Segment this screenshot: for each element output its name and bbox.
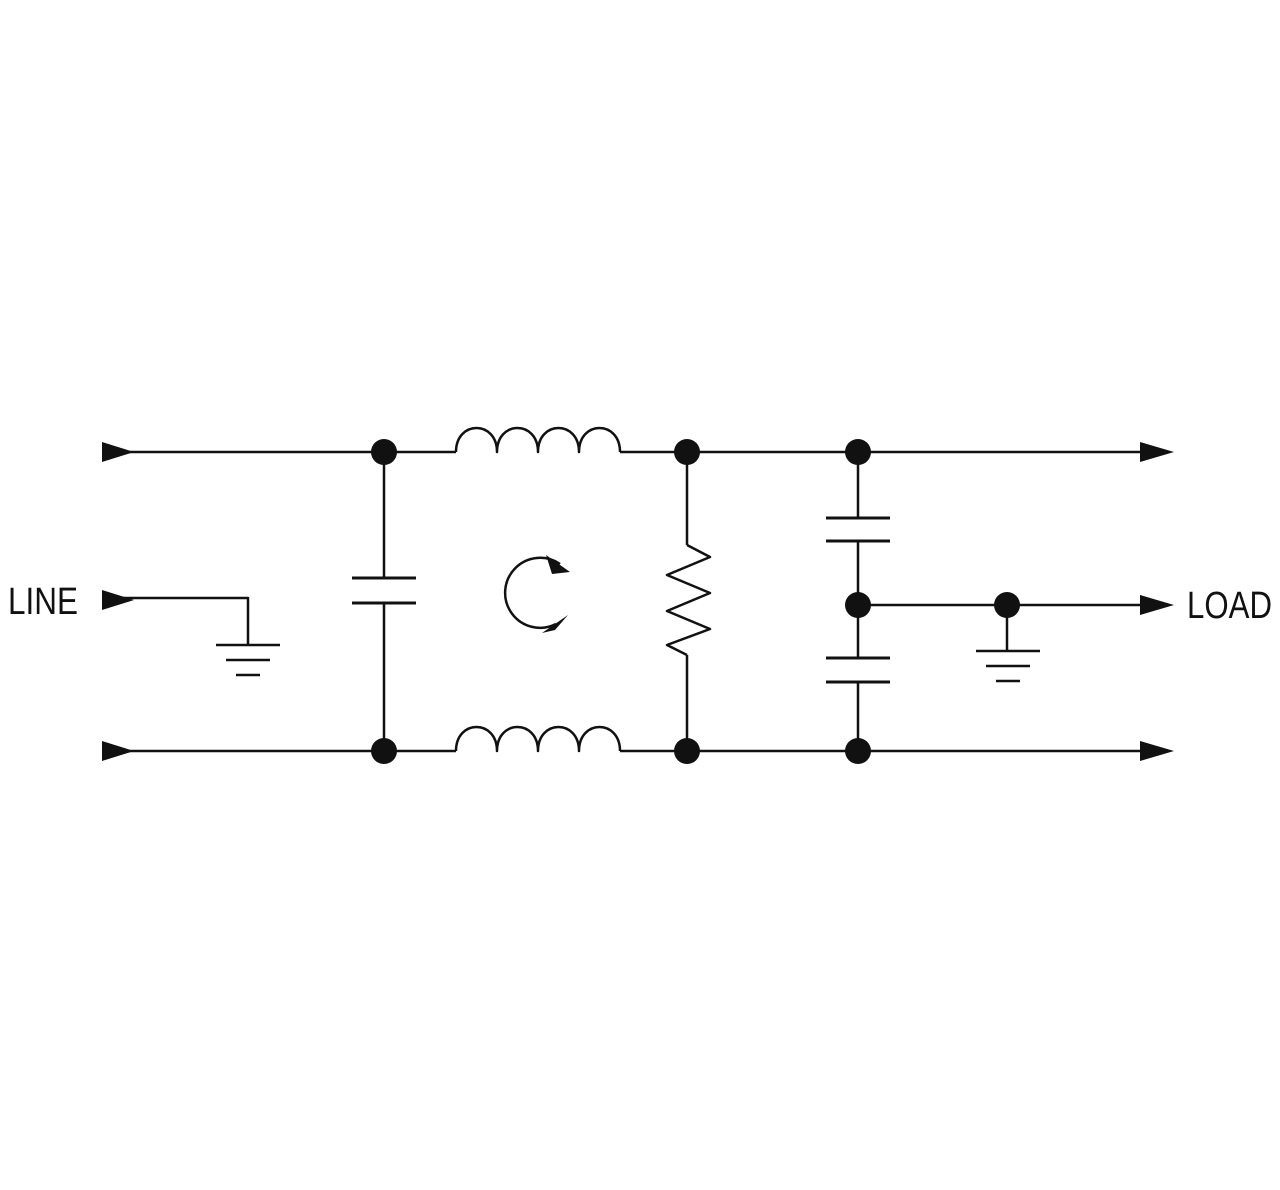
junction-node bbox=[994, 592, 1020, 618]
junction-node bbox=[674, 738, 700, 764]
output-terminals bbox=[1140, 442, 1174, 761]
choke-top-winding-icon bbox=[454, 426, 622, 454]
rotation-arrow-icon bbox=[503, 555, 570, 633]
input-ground-icon bbox=[216, 643, 280, 677]
y-capacitor-top-icon bbox=[826, 452, 890, 605]
junction-node bbox=[845, 738, 871, 764]
junction-node bbox=[845, 439, 871, 465]
junction-node bbox=[371, 738, 397, 764]
y-capacitor-bottom-icon bbox=[826, 605, 890, 751]
input-arrow-bottom-icon bbox=[102, 741, 134, 761]
input-ground-wire bbox=[120, 596, 250, 645]
choke-bottom-winding-icon bbox=[454, 725, 622, 753]
top-rail bbox=[120, 426, 1152, 454]
line-label: LINE bbox=[8, 581, 78, 623]
junction-node bbox=[371, 439, 397, 465]
output-arrow-top-icon bbox=[1140, 442, 1174, 462]
junction-node bbox=[845, 592, 871, 618]
load-label: LOAD bbox=[1187, 585, 1272, 627]
output-arrow-ground-icon bbox=[1140, 595, 1174, 615]
x-capacitor-icon bbox=[352, 452, 416, 751]
input-arrow-ground-icon bbox=[102, 590, 134, 610]
input-arrow-top-icon bbox=[102, 442, 134, 462]
bottom-rail bbox=[120, 725, 1152, 753]
output-arrow-bottom-icon bbox=[1140, 741, 1174, 761]
resistor-icon bbox=[665, 452, 712, 751]
junction-nodes bbox=[371, 439, 1020, 764]
junction-node bbox=[674, 439, 700, 465]
input-terminals bbox=[102, 442, 134, 761]
